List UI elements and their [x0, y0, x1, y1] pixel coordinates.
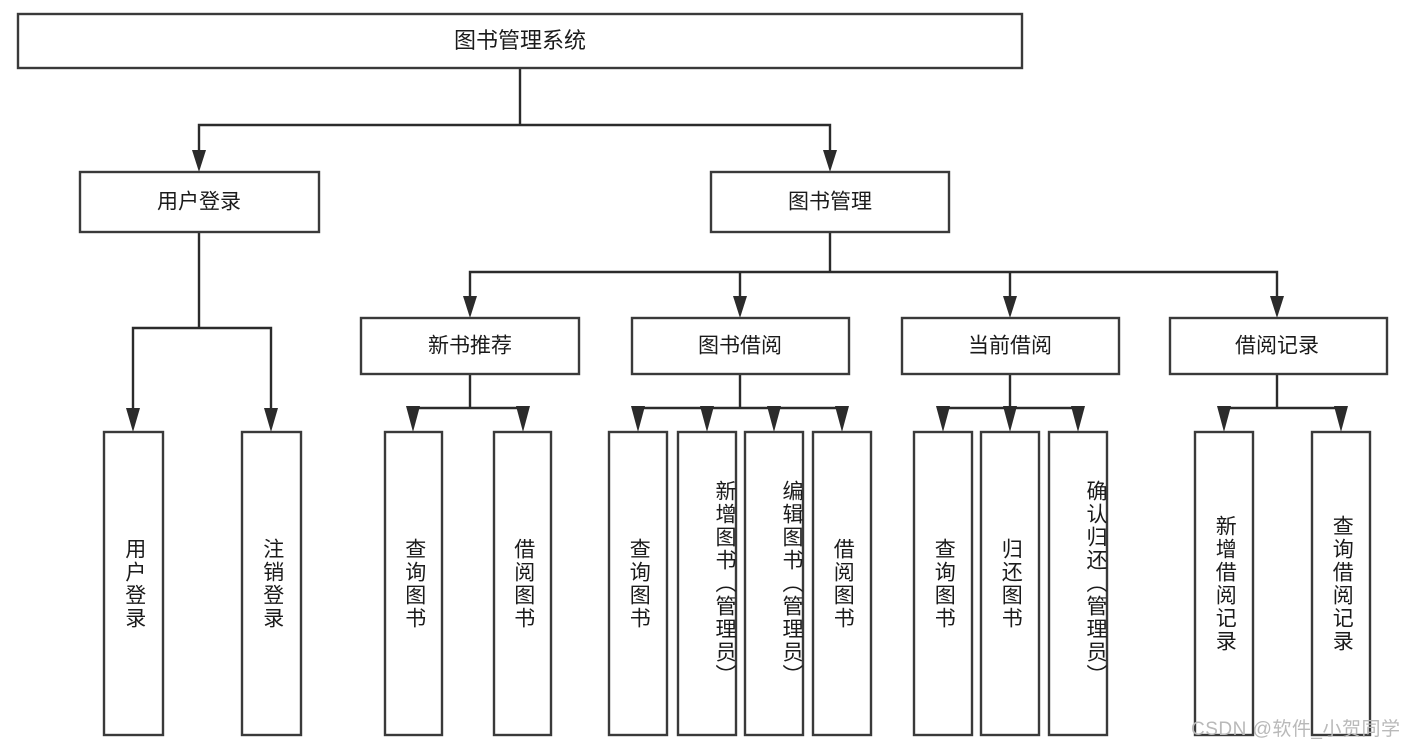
connector-currentborrow-to-leaves	[936, 372, 1085, 432]
arrow-head-book-borrow	[733, 296, 747, 318]
node-root-system[interactable]: 图书管理系统	[16, 12, 1024, 70]
leaf-box-query-book-3[interactable]	[912, 430, 974, 737]
connector-borrowrecord-to-leaves	[1217, 372, 1348, 432]
arrow-head-bookborrow-leaf-1	[631, 406, 645, 432]
node-book-manage-label: 图书管理	[788, 191, 872, 214]
leaf-boxes-current-borrow	[912, 430, 1109, 737]
node-user-login-label: 用户登录	[157, 191, 241, 214]
node-book-borrow[interactable]: 图书借阅	[630, 316, 851, 376]
leaf-box-confirm-return-admin[interactable]	[1047, 430, 1109, 737]
arrow-head-borrow-record	[1270, 296, 1284, 318]
leaf-box-query-book-1[interactable]	[383, 430, 444, 737]
leaf-box-borrow-book-2[interactable]	[811, 430, 873, 737]
leaf-boxes-user-login	[102, 430, 303, 737]
leaf-box-logout[interactable]	[240, 430, 303, 737]
connector-newbook-to-leaves	[406, 372, 530, 432]
node-new-book-recommend-label: 新书推荐	[428, 335, 512, 358]
leaf-box-query-book-2[interactable]	[607, 430, 669, 737]
arrow-head-bookborrow-leaf-3	[767, 406, 781, 432]
connector-userlogin-to-leaves	[126, 230, 278, 432]
leaf-boxes-new-book-recommend	[383, 430, 553, 737]
leaf-box-return-book[interactable]	[979, 430, 1041, 737]
arrow-head-currentborrow-leaf-2	[1003, 406, 1017, 432]
node-book-manage[interactable]: 图书管理	[709, 170, 951, 234]
arrow-head-book-manage	[823, 150, 837, 172]
arrow-head-newbook-leaf-2	[516, 406, 530, 432]
node-borrow-record-label: 借阅记录	[1235, 335, 1319, 358]
leaf-box-user-login[interactable]	[102, 430, 165, 737]
leaf-box-query-borrow-record[interactable]	[1310, 430, 1372, 737]
node-book-borrow-label: 图书借阅	[698, 335, 782, 358]
arrow-head-newbook-leaf-1	[406, 406, 420, 432]
arrow-head-currentborrow-leaf-1	[936, 406, 950, 432]
leaf-boxes-borrow-record	[1193, 430, 1372, 737]
arrow-head-bookborrow-leaf-2	[700, 406, 714, 432]
connector-bookborrow-to-leaves	[631, 372, 849, 432]
node-current-borrow[interactable]: 当前借阅	[900, 316, 1121, 376]
arrow-head-new-book	[463, 296, 477, 318]
arrow-head-borrowrecord-leaf-1	[1217, 406, 1231, 432]
node-user-login[interactable]: 用户登录	[78, 170, 321, 234]
arrow-head-borrowrecord-leaf-2	[1334, 406, 1348, 432]
arrow-head-current-borrow	[1003, 296, 1017, 318]
leaf-box-add-borrow-record[interactable]	[1193, 430, 1255, 737]
leaf-boxes-book-borrow	[607, 430, 873, 737]
node-new-book-recommend[interactable]: 新书推荐	[359, 316, 581, 376]
arrow-head-currentborrow-leaf-3	[1071, 406, 1085, 432]
connector-root-to-level1	[192, 66, 837, 172]
leaf-box-edit-book-admin[interactable]	[743, 430, 805, 737]
node-current-borrow-label: 当前借阅	[968, 335, 1052, 358]
node-borrow-record[interactable]: 借阅记录	[1168, 316, 1389, 376]
connector-bookmanage-to-level2	[463, 230, 1284, 318]
node-root-system-label: 图书管理系统	[454, 28, 586, 53]
arrow-head-leaf-logout	[264, 408, 278, 432]
arrow-head-bookborrow-leaf-4	[835, 406, 849, 432]
leaf-box-borrow-book-1[interactable]	[492, 430, 553, 737]
arrow-head-user-login	[192, 150, 206, 172]
leaf-box-add-book-admin[interactable]	[676, 430, 738, 737]
arrow-head-leaf-user-login	[126, 408, 140, 432]
watermark-csdn: CSDN @软件_小贺同学	[1191, 719, 1401, 740]
